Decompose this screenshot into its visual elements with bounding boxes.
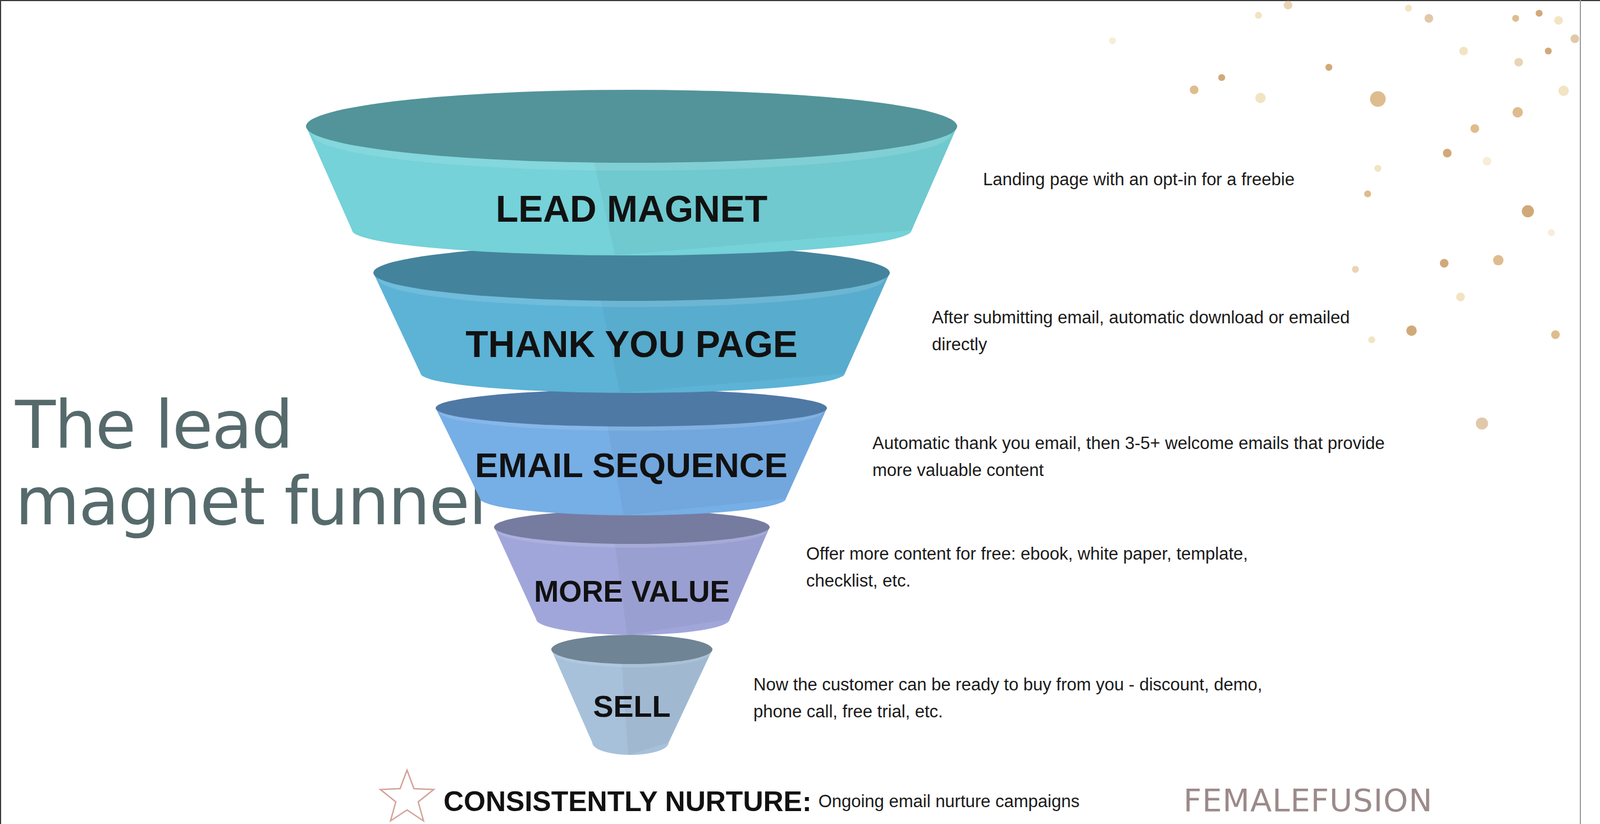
funnel-band: LEAD MAGNET	[305, 89, 958, 258]
note-text: After submitting email, automatic downlo…	[931, 304, 1359, 359]
gold-dot	[1470, 124, 1479, 133]
band-top	[551, 634, 713, 665]
gold-dot	[1325, 64, 1333, 71]
gold-dot	[1108, 37, 1116, 45]
band-label: LEAD MAGNET	[305, 186, 958, 232]
band-top	[373, 244, 890, 301]
gold-dot	[1364, 190, 1371, 198]
band-top	[494, 510, 770, 544]
gold-dot	[1459, 46, 1468, 56]
gold-dot	[1424, 14, 1433, 23]
band-label: EMAIL SEQUENCE	[435, 444, 827, 487]
gold-dot	[1255, 92, 1266, 104]
note-text: Landing page with an opt-in for a freebi…	[983, 166, 1410, 194]
gold-dot	[1547, 229, 1555, 236]
gold-dot	[1535, 9, 1543, 17]
gold-dot	[1512, 15, 1520, 22]
band-label: MORE VALUE	[494, 573, 770, 610]
gold-dot	[1351, 266, 1359, 273]
gold-dot	[1456, 292, 1465, 301]
brand-logo: FEMALEFUSION	[1183, 781, 1433, 820]
gold-dot	[1440, 258, 1449, 268]
gold-dot	[1442, 148, 1452, 158]
gold-dot	[1374, 165, 1382, 172]
gold-dot	[1406, 325, 1417, 337]
gold-dot	[1189, 85, 1199, 94]
funnel-band: SELL	[551, 634, 713, 758]
band-shape	[494, 510, 770, 638]
gold-dot	[1283, 0, 1293, 9]
frame-line	[0, 0, 1600, 2]
gold-dot	[1369, 90, 1386, 107]
gold-dot	[1570, 34, 1579, 43]
note-text: Offer more content for free: ebook, whit…	[806, 540, 1256, 595]
funnel-band: MORE VALUE	[494, 510, 770, 638]
nurture-heading: CONSISTENTLY NURTURE:	[443, 784, 812, 819]
gold-dot	[1558, 85, 1570, 97]
frame-line	[1579, 0, 1581, 824]
note-text: Automatic thank you email, then 3-5+ wel…	[872, 430, 1389, 484]
band-shape	[305, 89, 958, 258]
gold-dot	[1405, 4, 1412, 12]
gold-dot	[1482, 157, 1492, 166]
gold-dot	[1493, 254, 1504, 266]
funnel-band: EMAIL SEQUENCE	[435, 389, 827, 518]
gold-dot	[1544, 47, 1552, 55]
gold-dot	[1551, 330, 1560, 340]
band-label: SELL	[551, 688, 713, 725]
gold-dot	[1512, 107, 1524, 118]
band-label: THANK YOU PAGE	[373, 322, 890, 367]
gold-dot	[1475, 417, 1489, 431]
funnel-band: THANK YOU PAGE	[373, 244, 890, 396]
band-top	[435, 389, 827, 427]
star-icon	[380, 770, 434, 821]
gold-dot	[1521, 205, 1535, 218]
note-text: Now the customer can be ready to buy fro…	[753, 671, 1276, 726]
note-text: Ongoing email nurture campaigns	[818, 788, 1080, 816]
diagram-title: The lead magnet funnel	[15, 387, 498, 540]
gold-dot	[1218, 74, 1225, 81]
band-top	[305, 89, 958, 163]
frame-line	[0, 0, 2, 824]
gold-dot	[1368, 336, 1375, 344]
gold-dot	[1254, 11, 1262, 19]
band-shape	[373, 244, 890, 396]
gold-dot	[1553, 16, 1563, 25]
gold-dot	[1514, 57, 1523, 67]
